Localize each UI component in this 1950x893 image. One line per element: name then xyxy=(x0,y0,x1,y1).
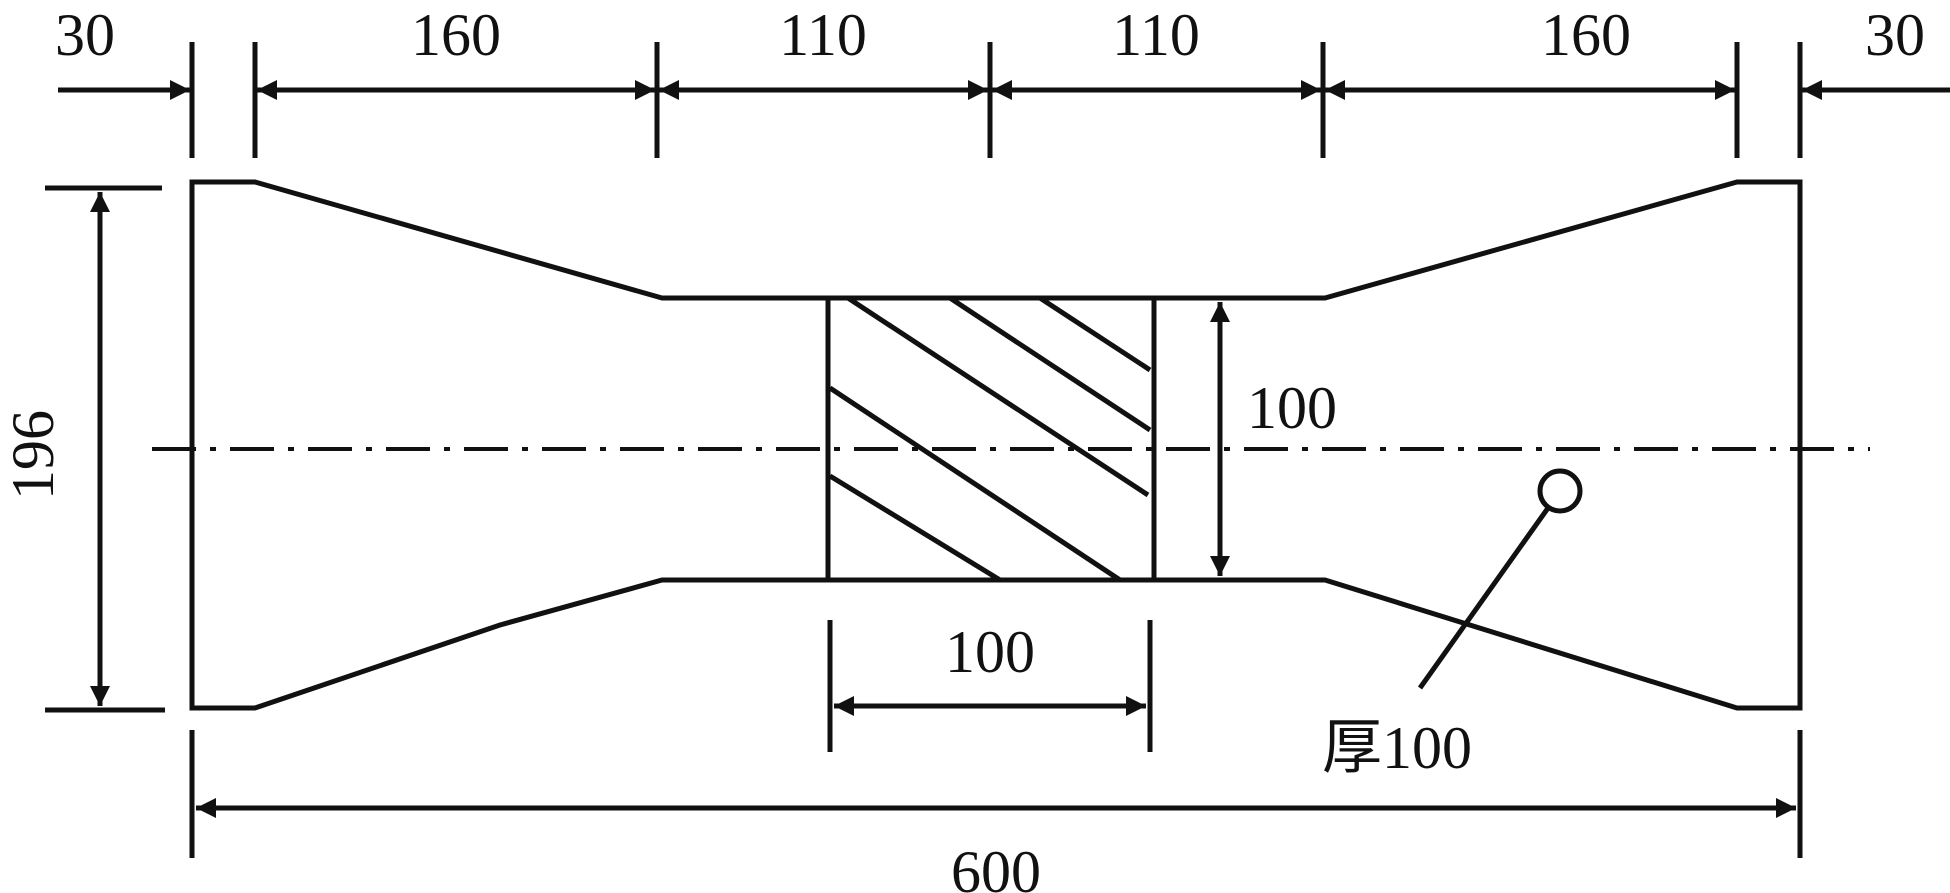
hatched-gauge-section xyxy=(825,295,1157,583)
dim-30-right: 30 xyxy=(1865,2,1925,68)
dim-160-right: 160 xyxy=(1541,2,1631,68)
dim-160-left: 160 xyxy=(411,2,501,68)
dim-100-neck-height: 100 xyxy=(1247,375,1337,441)
top-extension-lines xyxy=(189,42,1803,158)
specimen-outline xyxy=(189,179,1803,711)
dim-196: 196 xyxy=(0,410,66,500)
overall-length-dimension xyxy=(189,730,1803,858)
dim-110-left: 110 xyxy=(779,2,867,68)
thickness-label: 厚100 xyxy=(1322,715,1472,781)
dim-600: 600 xyxy=(951,839,1041,893)
thickness-leader xyxy=(1417,468,1583,690)
dim-110-right: 110 xyxy=(1112,2,1200,68)
height-dimension xyxy=(45,185,165,713)
dim-30-left: 30 xyxy=(55,2,115,68)
hatched-width-dimension xyxy=(827,620,1153,752)
dim-100-hatched-width: 100 xyxy=(945,619,1035,685)
